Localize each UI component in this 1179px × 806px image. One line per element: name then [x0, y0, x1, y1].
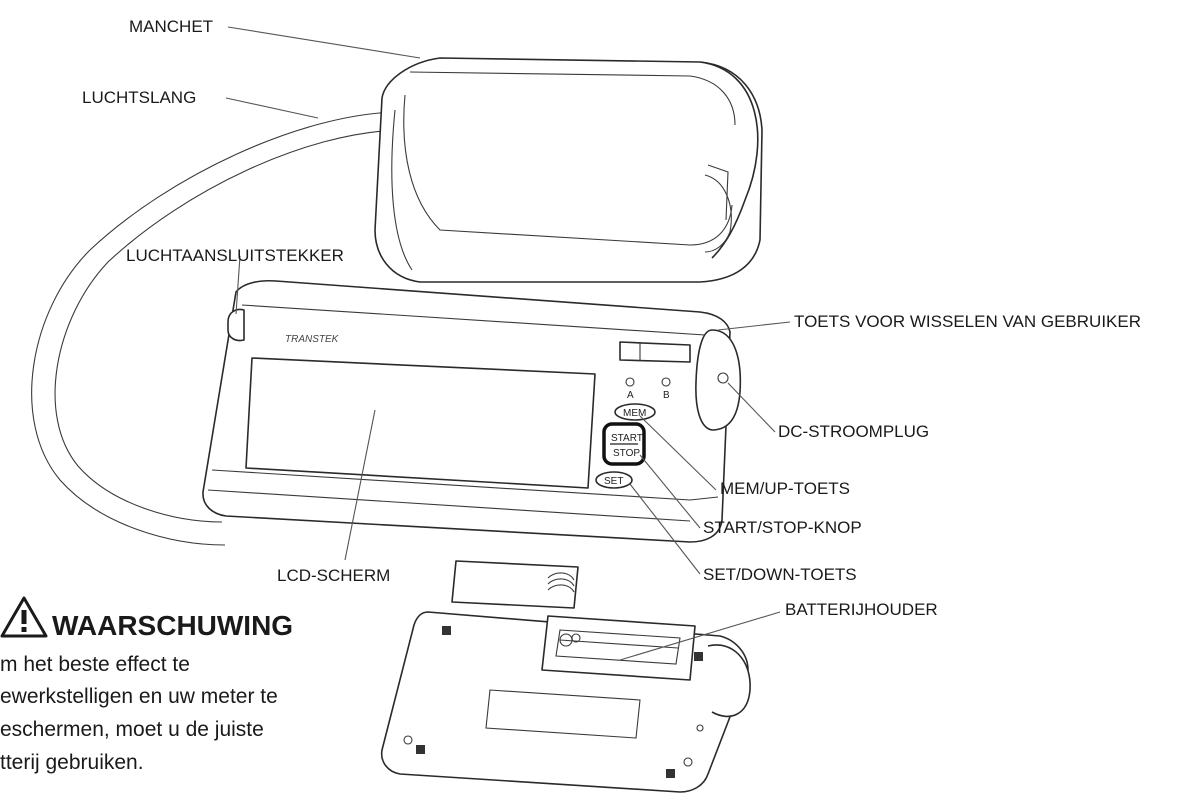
leader-lines — [225, 26, 791, 661]
warning-block: WAARSCHUWING m het beste effect te ewerk… — [0, 596, 293, 774]
warning-triangle-icon — [0, 596, 48, 638]
label-mem-up: MEM/UP-TOETS — [720, 479, 850, 498]
label-batterijhouder: BATTERIJHOUDER — [785, 600, 938, 619]
svg-text:MEM: MEM — [623, 408, 646, 419]
monitor-unit: TRANSTEK A B MEM START STOP SET — [202, 279, 742, 543]
warning-line-3: eschermen, moet u de juiste — [0, 718, 264, 741]
label-dc-stroomplug: DC-STROOMPLUG — [778, 422, 929, 441]
label-start-stop: START/STOP-KNOP — [703, 518, 862, 537]
label-toets-wisselen: TOETS VOOR WISSELEN VAN GEBRUIKER — [794, 312, 1141, 331]
user-a-icon: A — [625, 377, 635, 401]
svg-text:SET: SET — [604, 476, 623, 487]
warning-line-4: tterij gebruiken. — [0, 751, 144, 774]
battery-holder — [541, 615, 696, 681]
user-b-icon: B — [661, 377, 671, 401]
label-manchet: MANCHET — [129, 17, 213, 36]
label-lcd: LCD-SCHERM — [277, 566, 390, 585]
label-set-down: SET/DOWN-TOETS — [703, 565, 857, 584]
air-hose — [31, 111, 399, 546]
cuff — [374, 57, 763, 283]
monitor-underside — [380, 611, 751, 793]
svg-text:STOP: STOP — [613, 448, 640, 459]
svg-text:A: A — [627, 390, 634, 401]
set-button[interactable]: SET — [595, 471, 633, 489]
start-stop-button[interactable]: START STOP — [602, 422, 646, 466]
battery-cover — [451, 560, 579, 609]
label-luchtslang: LUCHTSLANG — [82, 88, 196, 107]
brand-logo: TRANSTEK — [285, 334, 340, 345]
warning-line-1: m het beste effect te — [0, 653, 190, 676]
mem-button[interactable]: MEM — [614, 403, 656, 421]
warning-line-2: ewerkstelligen en uw meter te — [0, 685, 278, 708]
svg-text:START: START — [611, 433, 643, 444]
warning-title: WAARSCHUWING — [52, 610, 293, 641]
lcd-screen — [245, 357, 596, 489]
svg-text:B: B — [663, 390, 670, 401]
label-luchtaansluitstekker: LUCHTAANSLUITSTEKKER — [126, 246, 344, 265]
